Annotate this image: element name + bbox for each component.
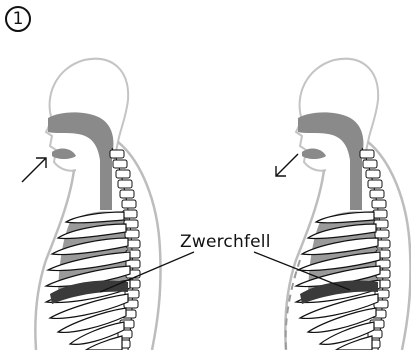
arrow-out-icon: [276, 154, 298, 176]
diaphragm-label: Zwerchfell: [180, 232, 271, 252]
panel-inhale: [35, 59, 160, 350]
panel-exhale: [285, 59, 410, 350]
step-number: 1: [13, 11, 24, 28]
arrow-in-icon: [22, 158, 46, 182]
step-number-badge: 1: [5, 6, 31, 32]
